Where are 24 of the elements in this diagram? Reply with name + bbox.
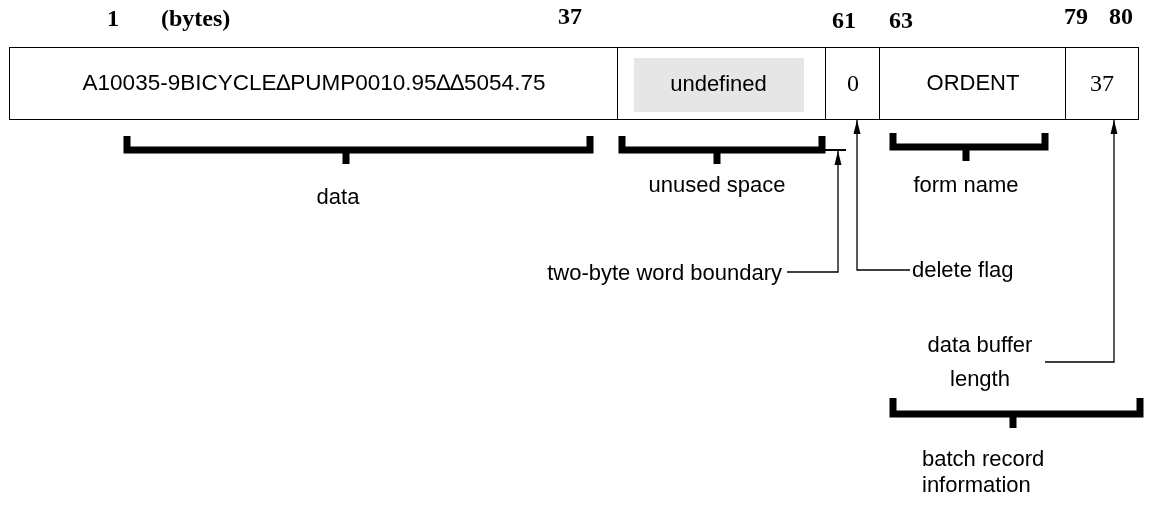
byte-position: 37 <box>558 2 582 31</box>
bracket-label: unused space <box>648 172 786 199</box>
byte-position: 1 <box>107 4 119 33</box>
leader-text: two-byte word boundary <box>290 258 782 288</box>
byte-position: 61 <box>832 6 856 35</box>
undefined-block: undefined <box>633 57 804 112</box>
byte-position: 79 <box>1064 2 1088 31</box>
buffer-length-field: 37 <box>1065 47 1139 120</box>
byte-position: (bytes) <box>161 4 231 33</box>
unused-field <box>617 47 827 120</box>
leader-arrow <box>786 150 842 273</box>
byte-position: 80 <box>1109 2 1133 31</box>
leader-arrow <box>853 119 911 271</box>
bracket-label: data <box>316 184 360 211</box>
leader-arrow <box>1044 119 1118 363</box>
data-field: A10035-9BICYCLE∆PUMP0010.95∆∆5054.75 <box>9 47 619 120</box>
byte-position: 63 <box>889 6 913 35</box>
delete-flag-field: 0 <box>825 47 881 120</box>
boundary-mark <box>824 149 846 151</box>
leader-text: delete flag <box>912 255 1062 285</box>
form-name-field: ORDENT <box>879 47 1067 120</box>
leader-text: data buffer length <box>920 326 1040 398</box>
bracket-label: form name <box>913 172 1019 199</box>
bracket-label: batch record information <box>922 446 1046 499</box>
